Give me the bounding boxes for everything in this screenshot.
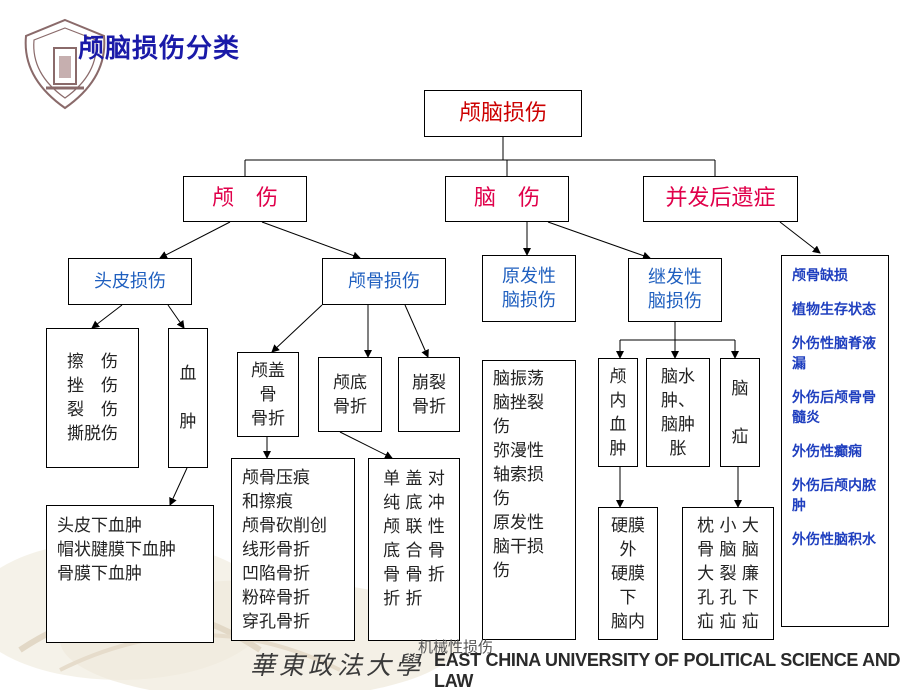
brain-herniation-node: 脑 疝 — [720, 358, 760, 467]
sequelae-item: 外伤性脑积水 — [792, 532, 876, 548]
herniation-types-text: 枕 小 大 骨 脑 脑 大 裂 廉 孔 孔 下 疝 疝 疝 — [697, 515, 759, 632]
secondary-brain-injury-node: 继发性 脑损伤 — [628, 258, 722, 322]
skull-injury-label: 颅 伤 — [211, 186, 278, 211]
base-fracture-types-text: 单 盖 对 纯 底 冲 颅 联 性 底 合 骨 骨 骨 折 折 折 — [383, 469, 445, 609]
university-name-en: EAST CHINA UNIVERSITY OF POLITICAL SCIEN… — [434, 650, 901, 691]
hematoma-types: 头皮下血肿 帽状腱膜下血肿 骨膜下血肿 — [46, 505, 214, 643]
sequelae-item: 外伤性癫痫 — [792, 444, 862, 460]
vault-fracture-types-text: 颅骨压痕 和擦痕 颅骨砍削创 线形骨折 凹陷骨折 粉碎骨折 穿孔骨折 — [242, 467, 327, 632]
university-seal-logo — [24, 18, 106, 110]
sequelae-label: 并发后遗症 — [665, 186, 776, 211]
root-node: 颅脑损伤 — [424, 90, 582, 137]
root-label: 颅脑损伤 — [458, 100, 547, 126]
brain-edema-label: 脑水 肿、 脑肿 胀 — [661, 366, 695, 459]
sequelae-list: 颅骨缺损 植物生存状态 外伤性脑脊液漏 外伤后颅骨骨髓炎 外伤性癫痫 外伤后颅内… — [781, 255, 889, 627]
sequelae-item: 外伤后颅内脓肿 — [792, 478, 876, 514]
hematoma-subtypes: 硬膜 外 硬膜 下 脑内 — [598, 507, 658, 640]
intracranial-hematoma-node: 颅 内 血 肿 — [598, 358, 638, 467]
skull-fracture-label: 颅骨损伤 — [348, 270, 420, 292]
brain-edema-node: 脑水 肿、 脑肿 胀 — [646, 358, 710, 467]
hematoma-node: 血 肿 — [168, 328, 208, 468]
vault-fracture-node: 颅盖 骨 骨折 — [237, 352, 299, 437]
burst-fracture-node: 崩裂 骨折 — [398, 357, 460, 432]
intracranial-hematoma-label: 颅 内 血 肿 — [609, 366, 627, 459]
scalp-injury-label: 头皮损伤 — [94, 270, 166, 292]
primary-injury-types: 脑振荡 脑挫裂 伤 弥漫性 轴索损 伤 原发性 脑干损 伤 — [482, 360, 576, 640]
sequelae-item: 外伤后颅骨骨髓炎 — [792, 390, 876, 426]
base-fracture-node: 颅底 骨折 — [318, 357, 382, 432]
vault-fracture-label: 颅盖 骨 骨折 — [251, 360, 285, 429]
sequelae-node: 并发后遗症 — [643, 176, 798, 222]
primary-brain-injury-node: 原发性 脑损伤 — [482, 255, 576, 322]
secondary-brain-injury-label: 继发性 脑损伤 — [648, 267, 702, 312]
hematoma-subtypes-text: 硬膜 外 硬膜 下 脑内 — [611, 515, 645, 632]
skull-injury-node: 颅 伤 — [183, 176, 307, 222]
hematoma-label: 血 肿 — [179, 364, 197, 432]
skull-fracture-node: 颅骨损伤 — [322, 258, 446, 305]
brain-injury-node: 脑 伤 — [445, 176, 569, 222]
base-fracture-types: 单 盖 对 纯 底 冲 颅 联 性 底 合 骨 骨 骨 折 折 折 — [368, 458, 460, 641]
vault-fracture-types: 颅骨压痕 和擦痕 颅骨砍削创 线形骨折 凹陷骨折 粉碎骨折 穿孔骨折 — [231, 458, 355, 641]
brain-herniation-label: 脑 疝 — [731, 378, 749, 447]
brain-injury-label: 脑 伤 — [473, 186, 540, 211]
university-name-cn: 華東政法大學 — [250, 651, 425, 680]
sequelae-item: 颅骨缺损 — [792, 268, 848, 284]
burst-fracture-label: 崩裂 骨折 — [412, 372, 446, 417]
footer-caption: 机械性损伤 — [418, 638, 494, 656]
primary-brain-injury-label: 原发性 脑损伤 — [502, 265, 556, 311]
hematoma-types-text: 头皮下血肿 帽状腱膜下血肿 骨膜下血肿 — [57, 516, 176, 584]
herniation-types: 枕 小 大 骨 脑 脑 大 裂 廉 孔 孔 下 疝 疝 疝 — [682, 507, 774, 640]
base-fracture-label: 颅底 骨折 — [333, 372, 367, 417]
primary-injury-types-text: 脑振荡 脑挫裂 伤 弥漫性 轴索损 伤 原发性 脑干损 伤 — [493, 369, 544, 581]
scalp-injury-types-text: 擦 伤 挫 伤 裂 伤 撕脱伤 — [67, 352, 118, 444]
sequelae-item: 外伤性脑脊液漏 — [792, 336, 876, 372]
slide-title: 颅脑损伤分类 — [78, 34, 241, 64]
scalp-injury-types: 擦 伤 挫 伤 裂 伤 撕脱伤 — [46, 328, 139, 468]
sequelae-item: 植物生存状态 — [792, 302, 876, 318]
scalp-injury-node: 头皮损伤 — [68, 258, 192, 305]
